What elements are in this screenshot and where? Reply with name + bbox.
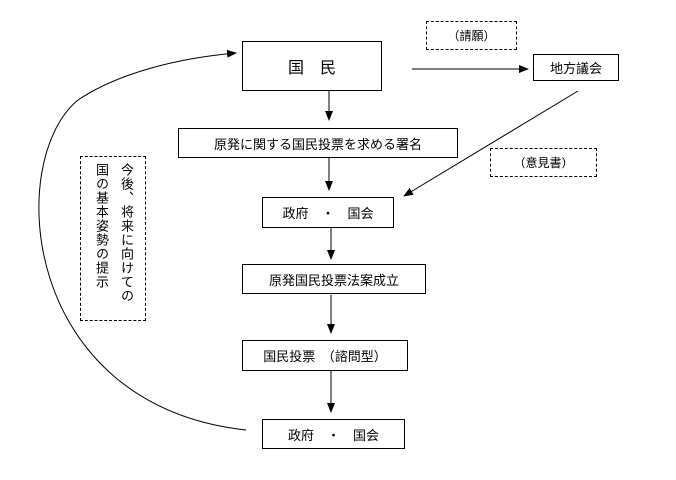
node-local-assembly: 地方議会: [533, 54, 619, 81]
node-government-diet-1: 政府 ・ 国会: [262, 197, 394, 228]
node-kokumin-label: 国 民: [287, 58, 336, 77]
label-opinion: （意見書）: [490, 148, 597, 177]
node-signature-label: 原発に関する国民投票を求める署名: [213, 137, 422, 153]
node-referendum: 国民投票 （諮問型）: [242, 340, 408, 371]
node-referendum-label: 国民投票 （諮問型）: [263, 350, 387, 365]
node-local-assembly-label: 地方議会: [549, 62, 602, 77]
label-future-stance: 今後、将来に向けての 国の基本姿勢の提示: [80, 156, 146, 321]
label-opinion-text: （意見書）: [513, 156, 574, 170]
node-kokumin: 国 民: [242, 41, 382, 91]
label-petition: （請願）: [426, 21, 517, 50]
node-law-enacted: 原発国民投票法案成立: [242, 264, 426, 294]
node-government-diet-1-label: 政府 ・ 国会: [282, 207, 374, 222]
future-stance-line-2: 国の基本姿勢の提示: [93, 163, 108, 289]
future-stance-line-1: 今後、将来に向けての: [118, 163, 133, 303]
label-petition-text: （請願）: [447, 29, 496, 43]
arrow-local-to-gov: [403, 90, 579, 197]
node-signature: 原発に関する国民投票を求める署名: [178, 128, 458, 158]
node-government-diet-2-label: 政府 ・ 国会: [287, 428, 379, 444]
node-law-enacted-label: 原発国民投票法案成立: [268, 273, 399, 289]
node-government-diet-2: 政府 ・ 国会: [262, 419, 405, 449]
feedback-curve-arrow: [38, 49, 247, 431]
